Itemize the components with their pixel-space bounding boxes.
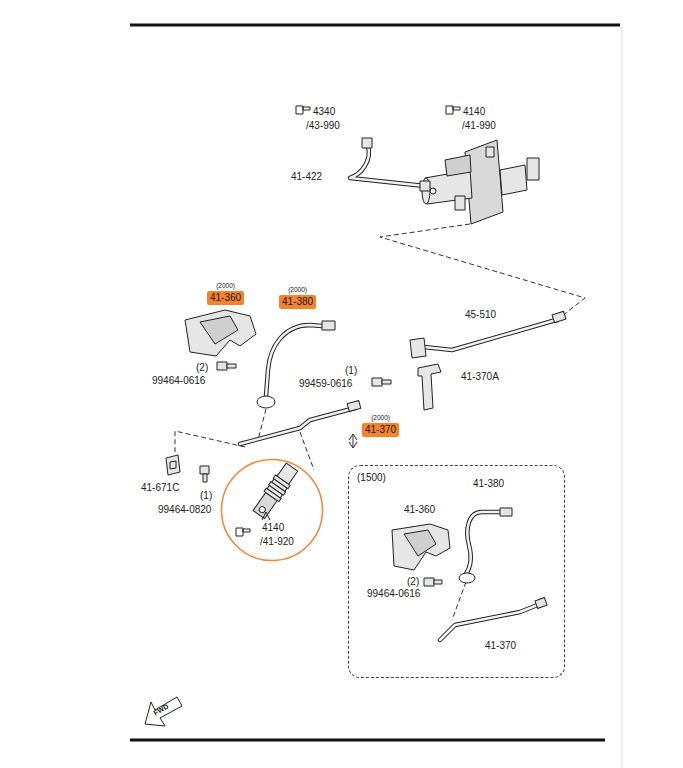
part-label: 4140 xyxy=(262,522,284,533)
bolt xyxy=(424,578,442,586)
part-label: FWD xyxy=(151,701,170,719)
variant-note: (2000) xyxy=(288,286,307,294)
direction-symbol xyxy=(349,434,357,448)
bracket xyxy=(185,310,256,356)
part-label: 4340 xyxy=(313,106,335,117)
part-label: 41-360 xyxy=(404,504,435,515)
bracket xyxy=(200,316,238,344)
arrow-mark xyxy=(262,512,270,520)
bracket xyxy=(404,530,436,556)
pipe-fitting xyxy=(535,598,547,609)
part-label: 41-380 xyxy=(473,478,504,489)
highlighted-part-tag: (2000)41-370 xyxy=(362,423,399,437)
clip xyxy=(166,455,180,475)
part-label: 4140 xyxy=(463,106,485,117)
grommet xyxy=(459,573,475,583)
forward-arrow xyxy=(145,697,182,726)
part-label: 45-510 xyxy=(465,309,496,320)
assembly-line xyxy=(175,224,585,620)
pipe-fitting xyxy=(500,508,512,516)
part-label: (2) xyxy=(407,576,419,587)
variant-note: (2000) xyxy=(216,282,235,290)
pipe-fitting xyxy=(552,311,566,322)
slave-cylinder xyxy=(251,462,299,520)
part-number: 41-380 xyxy=(282,296,313,308)
bracket xyxy=(392,524,450,570)
pipe-fitting xyxy=(410,338,426,358)
part-label: 99459-0616 xyxy=(299,378,352,389)
callout-circle: 4140/41-920 xyxy=(220,458,324,562)
part-number: 41-360 xyxy=(210,292,241,304)
part-label: (1) xyxy=(345,365,357,376)
bracket xyxy=(418,364,441,410)
pipe-fitting xyxy=(322,321,335,330)
variant-inset: (1500) 41-380 41-360 (2)99464-0616 41-370 xyxy=(348,465,565,678)
circle-outline xyxy=(222,460,323,561)
pipe-fitting xyxy=(420,181,430,191)
frame-line xyxy=(130,24,620,27)
part-number: 41-370 xyxy=(365,424,396,436)
frame-line xyxy=(622,25,623,768)
part-label: 99464-0616 xyxy=(152,375,205,386)
part-label: /41-990 xyxy=(462,120,496,131)
grommet xyxy=(257,396,275,408)
part-label: 41-671C xyxy=(141,482,179,493)
part-label: (1) xyxy=(200,490,212,501)
frame-line xyxy=(130,739,605,742)
pipe-fitting xyxy=(362,138,372,148)
variant-note: (2000) xyxy=(371,414,390,422)
part-label: 41-370A xyxy=(461,371,499,382)
part-label: /43-990 xyxy=(306,120,340,131)
tube-fill xyxy=(240,146,556,640)
bolt xyxy=(200,466,209,482)
part-label: 41-370 xyxy=(485,640,516,651)
master-cylinder xyxy=(422,140,539,224)
bolt xyxy=(217,362,236,370)
highlighted-part-tag: (2000)41-380 xyxy=(279,295,316,309)
bolt xyxy=(372,378,391,386)
part-label: 99464-0616 xyxy=(367,588,420,599)
part-label: 99464-0820 xyxy=(158,504,211,515)
highlighted-part-tag: (2000)41-360 xyxy=(207,291,244,305)
part-label: /41-920 xyxy=(260,536,294,547)
part-label: (1500) xyxy=(357,472,386,483)
tube-outline xyxy=(240,146,556,640)
part-label: 41-422 xyxy=(291,171,322,182)
pipe-fitting xyxy=(347,401,361,412)
part-label: (2) xyxy=(196,362,208,373)
